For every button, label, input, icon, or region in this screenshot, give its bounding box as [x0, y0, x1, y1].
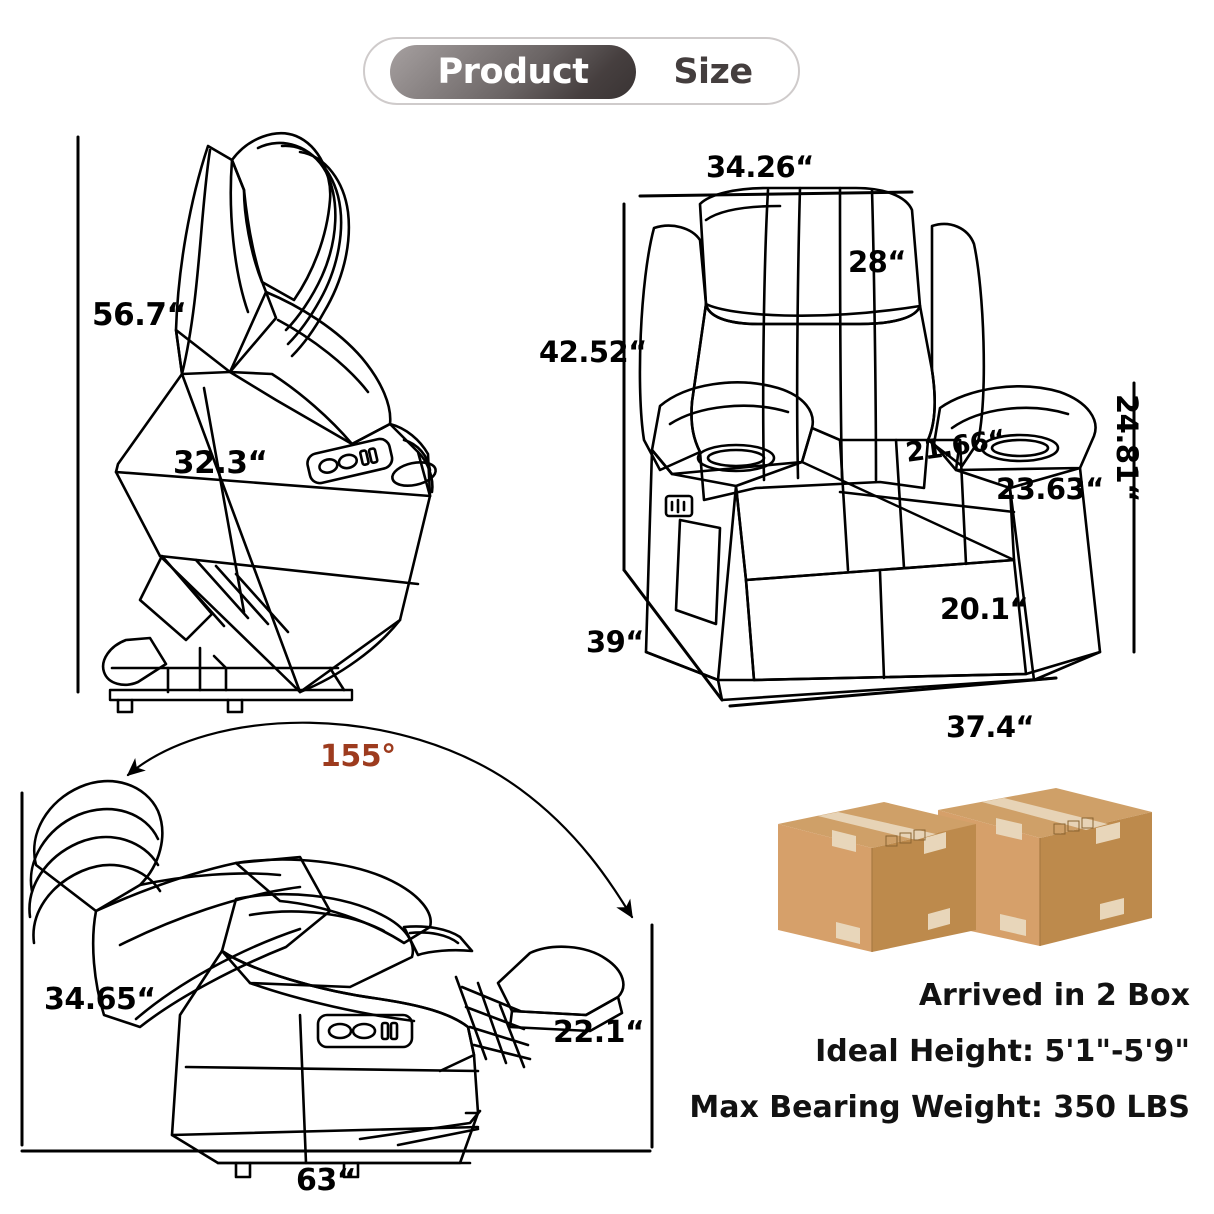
shipping-boxes [760, 778, 1160, 968]
spec-box-count: Arrived in 2 Box [918, 978, 1190, 1013]
dim-reclined-height: 34.65“ [44, 982, 156, 1017]
spec-max-weight: Max Bearing Weight: 350 LBS [689, 1090, 1190, 1125]
dim-front-arm-height: 24.81“ [1110, 394, 1144, 502]
dim-recline-angle: 155° [320, 739, 396, 774]
dim-footrest-height: 22.1“ [553, 1015, 645, 1050]
lift-position-side-view: 56.7“ 32.3“ [0, 0, 560, 730]
reclined-position-side-view: 155° 34.65“ 22.1“ 63“ [0, 715, 700, 1205]
shipping-box-left [778, 802, 976, 952]
page-title-primary: Product [437, 52, 589, 92]
dim-reclined-length: 63“ [296, 1163, 356, 1198]
dim-lift-overall-height: 56.7“ [92, 297, 187, 333]
dim-front-backrest-height: 28“ [848, 245, 906, 279]
dim-lift-seat-depth: 32.3“ [173, 445, 268, 481]
page-title-secondary: Size [673, 52, 753, 92]
title-pill: Product [390, 45, 636, 99]
page-title-badge: Product Size [363, 37, 800, 105]
dim-front-seat-height: 20.1“ [940, 592, 1029, 626]
dim-front-overall-height: 42.52“ [539, 335, 647, 369]
dim-front-overall-depth: 39“ [586, 625, 644, 659]
dim-front-seat-depth: 23.63“ [996, 472, 1104, 506]
spec-ideal-height: Ideal Height: 5'1"-5'9" [815, 1034, 1190, 1069]
dim-front-overall-width-base: 37.4“ [946, 710, 1035, 744]
dim-front-overall-width-top: 34.26“ [706, 150, 814, 184]
front-three-quarter-view: 34.26“ 28“ 42.52“ 21.66“ 23.63“ 20.1“ 24… [539, 140, 1214, 750]
